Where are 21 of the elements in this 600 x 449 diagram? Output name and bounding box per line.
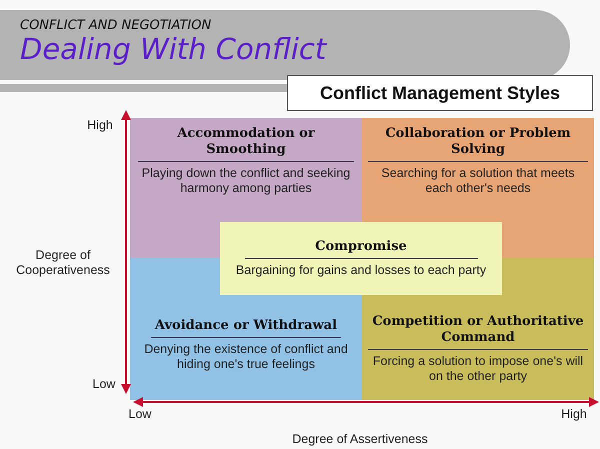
- subtitle: CONFLICT AND NEGOTIATION: [20, 18, 212, 33]
- style-description: Denying the existence of conflict and hiding one's true feelings: [143, 342, 349, 372]
- style-name: Avoidance or Withdrawal: [150, 318, 342, 338]
- axis-label: High: [560, 407, 588, 422]
- title: Dealing With Conflict: [20, 32, 326, 66]
- style-description: Playing down the conflict and seeking harmony among parties: [140, 166, 352, 196]
- heading-text: Conflict Management Styles: [320, 82, 560, 104]
- axis-label: Degree of Cooperativeness: [15, 248, 111, 278]
- style-name: Accommodation or Smoothing: [138, 126, 354, 162]
- axis-label: Low: [92, 377, 116, 392]
- style-name: Collaboration or Problem Solving: [368, 126, 588, 162]
- axis-label: Degree of Assertiveness: [291, 432, 429, 447]
- axis-label: Low: [128, 407, 152, 422]
- style-description: Searching for a solution that meets each other's needs: [380, 166, 576, 196]
- axis-label: High: [86, 118, 114, 133]
- style-description: Forcing a solution to impose one's will on the other party: [372, 354, 584, 384]
- style-name: Compromise: [244, 239, 478, 259]
- style-name: Competition or Authoritative Command: [368, 314, 588, 350]
- style-description: Bargaining for gains and losses to each party: [236, 263, 486, 278]
- heading-box: [287, 75, 593, 111]
- compromise-panel: [220, 222, 502, 295]
